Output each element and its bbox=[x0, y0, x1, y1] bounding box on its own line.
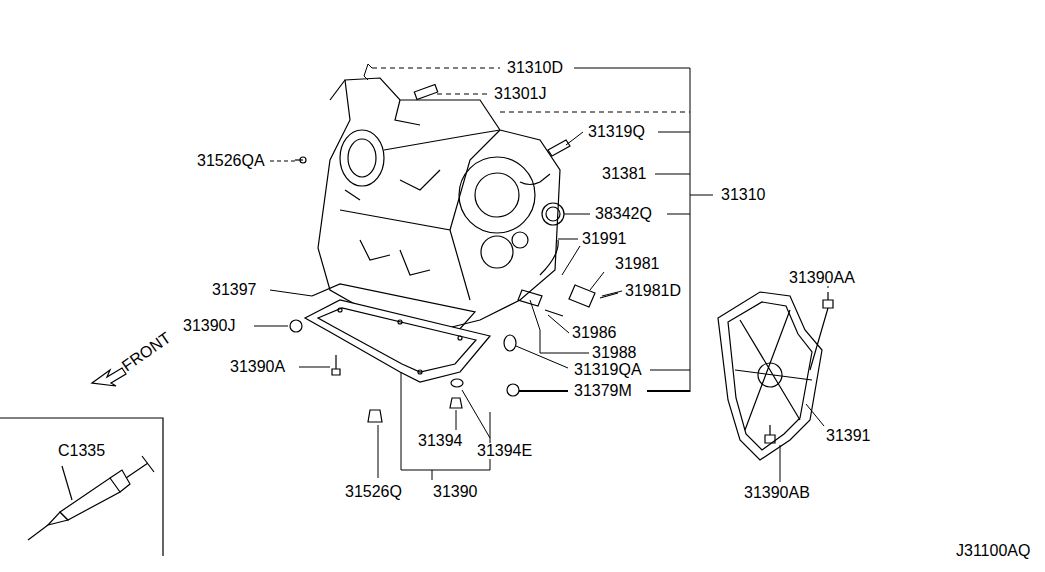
callout-number: 31319Q bbox=[587, 124, 646, 140]
inset-frame bbox=[0, 418, 163, 556]
callout-number: 31986 bbox=[571, 325, 618, 341]
small-parts bbox=[290, 84, 618, 422]
callout-number: 31310 bbox=[720, 187, 767, 203]
callout-number: C1335 bbox=[57, 443, 106, 459]
sealant-syringe bbox=[28, 456, 154, 540]
callout-number: 31301J bbox=[493, 86, 548, 102]
callout-number: 31310D bbox=[506, 60, 564, 76]
callout-number: 31394 bbox=[417, 433, 464, 449]
direction-label: FRONT bbox=[119, 329, 175, 375]
callout-number: 31981D bbox=[624, 283, 682, 299]
callout-number: 31526QA bbox=[196, 153, 266, 169]
callout-number: 31390AA bbox=[788, 270, 856, 286]
side-cover bbox=[718, 292, 833, 460]
transmission-case bbox=[318, 78, 560, 330]
callout-number: 31988 bbox=[591, 345, 638, 361]
callout-number: 31390AB bbox=[743, 485, 811, 501]
leader-lines bbox=[254, 64, 828, 482]
callout-number: 31379M bbox=[573, 383, 633, 399]
oil-pan bbox=[305, 284, 490, 382]
callout-number: 31390J bbox=[182, 318, 237, 334]
callout-number: 31381 bbox=[601, 166, 648, 182]
callout-number: 31391 bbox=[825, 428, 872, 444]
callout-number: 31981 bbox=[614, 256, 661, 272]
callout-number: J31100AQ bbox=[955, 543, 1031, 559]
callout-number: 31394E bbox=[476, 443, 533, 459]
callout-number: 31397 bbox=[211, 282, 258, 298]
callout-number: 31390A bbox=[229, 359, 286, 375]
callout-number: 31526Q bbox=[344, 484, 403, 500]
front-arrow bbox=[92, 368, 126, 386]
callout-number: 31991 bbox=[581, 231, 628, 247]
callout-number: 38342Q bbox=[594, 206, 653, 222]
callout-number: 31390 bbox=[432, 484, 479, 500]
callout-number: 31319QA bbox=[573, 362, 643, 378]
